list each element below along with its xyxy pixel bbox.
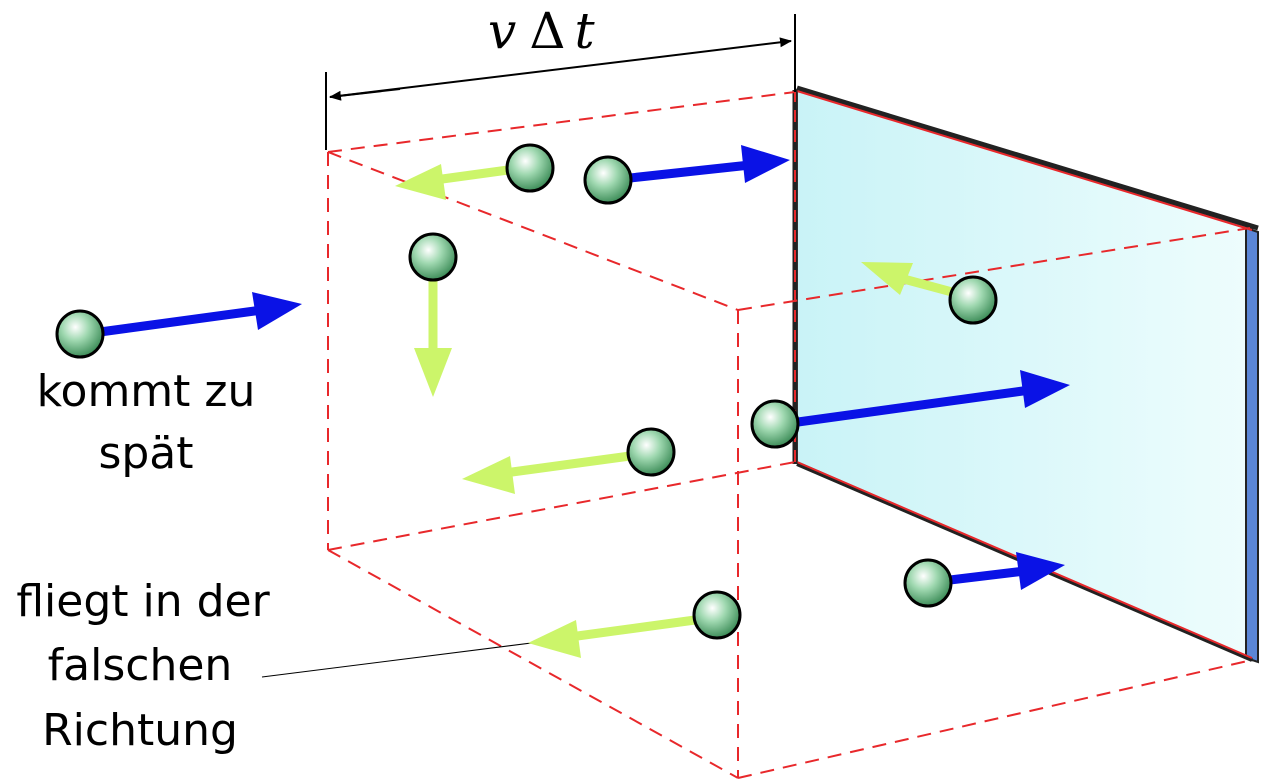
particle	[505, 143, 555, 193]
arrow-away	[462, 451, 631, 494]
label-wrong-line2: falschen	[48, 640, 233, 691]
particle	[583, 155, 633, 205]
particle	[408, 232, 458, 282]
dimension-v-delta-t: v Δ t	[325, 2, 796, 150]
wall-edge	[1245, 226, 1259, 664]
label-wrong-line3: Richtung	[42, 705, 238, 756]
arrow-away	[414, 280, 452, 397]
arrow-toward-wall	[629, 145, 790, 183]
particle	[750, 399, 800, 449]
dimension-label: v Δ t	[488, 2, 596, 60]
arrows	[99, 145, 1070, 658]
arrow-away	[395, 164, 509, 200]
particle	[948, 275, 998, 325]
particle	[692, 590, 742, 640]
arrow-away	[528, 615, 696, 658]
particle	[903, 558, 953, 608]
particle	[55, 309, 105, 359]
arrow-away	[861, 262, 954, 297]
arrow-toward-wall	[797, 370, 1070, 427]
wrong-direction-pointer	[261, 639, 556, 678]
arrow-toward-wall	[99, 292, 302, 337]
volume-box	[327, 91, 1253, 779]
label-wrong-line1: fliegt in der	[16, 576, 270, 627]
label-late-line2: spät	[98, 428, 193, 479]
particle	[626, 427, 676, 477]
label-late-line1: kommt zu	[37, 366, 256, 417]
arrow-toward-wall	[949, 552, 1065, 590]
particles	[55, 143, 998, 640]
